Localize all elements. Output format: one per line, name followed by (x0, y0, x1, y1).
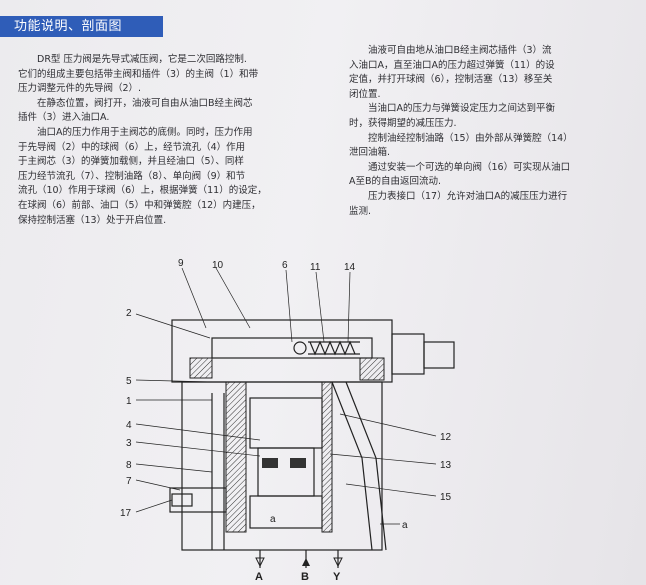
paragraph-line: DR型 压力阀是先导式减压阀，它是二次回路控制. (37, 54, 247, 65)
paragraph-line: 入油口A，直至油口A的压力超过弹簧（11）的设 (349, 59, 555, 71)
paragraph-line: A至B的自由返回流动. (349, 176, 442, 188)
valve-drawing: 9 10 6 11 14 2 5 1 4 3 8 7 17 12 13 15 a… (120, 258, 455, 583)
port-y-arrow (333, 557, 343, 568)
callout-11: 11 (310, 262, 321, 273)
paragraph-line: 油口A的压力作用于主阀芯的底侧。同时，压力作用 (37, 126, 253, 138)
paragraph-line: 压力表接口（17）允许对油口A的减压压力进行 (368, 190, 568, 202)
pilot-adjust-housing (391, 333, 425, 375)
callout-15: 15 (440, 492, 452, 503)
port-a-arrow (255, 557, 265, 568)
port-a-inner: a (270, 514, 276, 525)
main-valve-body (181, 381, 383, 551)
callout-7: 7 (126, 476, 132, 487)
port-a-label: A (255, 571, 263, 583)
paragraph-line: 压力经节流孔（7）、控制油路（8）、单向阀（9）和节 (18, 170, 246, 182)
paragraph-line: 通过安装一个可选的单向阀（16）可实现从油口 (368, 161, 571, 173)
callout-3: 3 (126, 438, 132, 449)
valve-cross-section: 9 10 6 11 14 2 5 1 4 3 8 7 17 12 13 15 a… (110, 258, 510, 585)
paragraph-line: 监测. (349, 205, 372, 217)
callout-4: 4 (126, 420, 132, 431)
right-text-column: 油液可自由地从油口B经主阀芯插件（3）流 入油口A，直至油口A的压力超过弹簧（1… (349, 44, 635, 219)
callout-1: 1 (126, 396, 132, 407)
section-title: 功能说明、剖面图 (0, 16, 163, 37)
paragraph-line: 压力调整元件的先导阀（2）. (18, 83, 142, 95)
callout-13: 13 (440, 460, 452, 471)
callout-9: 9 (178, 258, 184, 269)
paragraph-line: 当油口A的压力与弹簧设定压力之间达到平衡 (368, 103, 555, 115)
paragraph-line: 油液可自由地从油口B经主阀芯插件（3）流 (368, 45, 552, 56)
left-text-column: DR型 压力阀是先导式减压阀，它是二次回路控制. 它们的组成主要包括带主阀和插件… (18, 53, 310, 228)
paragraph-line: 时，获得期望的减压压力. (349, 117, 457, 129)
callout-12: 12 (440, 432, 452, 443)
callout-17: 17 (120, 508, 132, 519)
callout-10: 10 (212, 260, 224, 271)
callout-8: 8 (126, 460, 132, 471)
port-b-label: B (301, 571, 309, 583)
paragraph-line: 定值，并打开球阀（6），控制活塞（13）移至关 (349, 74, 553, 86)
paragraph-line: 在球阀（6）前部、油口（5）中和弹簧腔（12）内建压， (18, 199, 261, 211)
paragraph-line: 在静态位置，阀打开，油液可自由从油口B经主阀芯 (37, 97, 253, 109)
pilot-adjust-screw (423, 341, 455, 369)
callout-14: 14 (344, 262, 356, 273)
paragraph-line: 流孔（10）作用于球阀（6）上，根据弹簧（11）的设定， (18, 185, 267, 197)
callout-2: 2 (126, 308, 132, 319)
port-y-label: Y (333, 571, 341, 583)
port-a-side: a (402, 520, 408, 531)
paragraph-line: 保持控制活塞（13）处于开启位置. (18, 214, 167, 226)
callout-6: 6 (282, 260, 288, 271)
paragraph-line: 闭位置. (349, 88, 381, 100)
paragraph-line: 于主阀芯（3）的弹簧加载侧，并且经油口（5）、同样 (18, 156, 244, 168)
paragraph-line: 泄回油箱. (349, 147, 391, 159)
paragraph-line: 于先导阀（2）中的球阀（6）上，经节流孔（4）作用 (18, 141, 246, 153)
paragraph-line: 它们的组成主要包括带主阀和插件（3）的主阀（1）和带 (18, 68, 259, 80)
paragraph-line: 控制油经控制油路（15）由外部从弹簧腔（14） (368, 132, 573, 144)
callout-5: 5 (126, 376, 132, 387)
paragraph-line: 插件（3）进入油口A. (18, 112, 110, 124)
port-b-arrow (302, 558, 310, 566)
